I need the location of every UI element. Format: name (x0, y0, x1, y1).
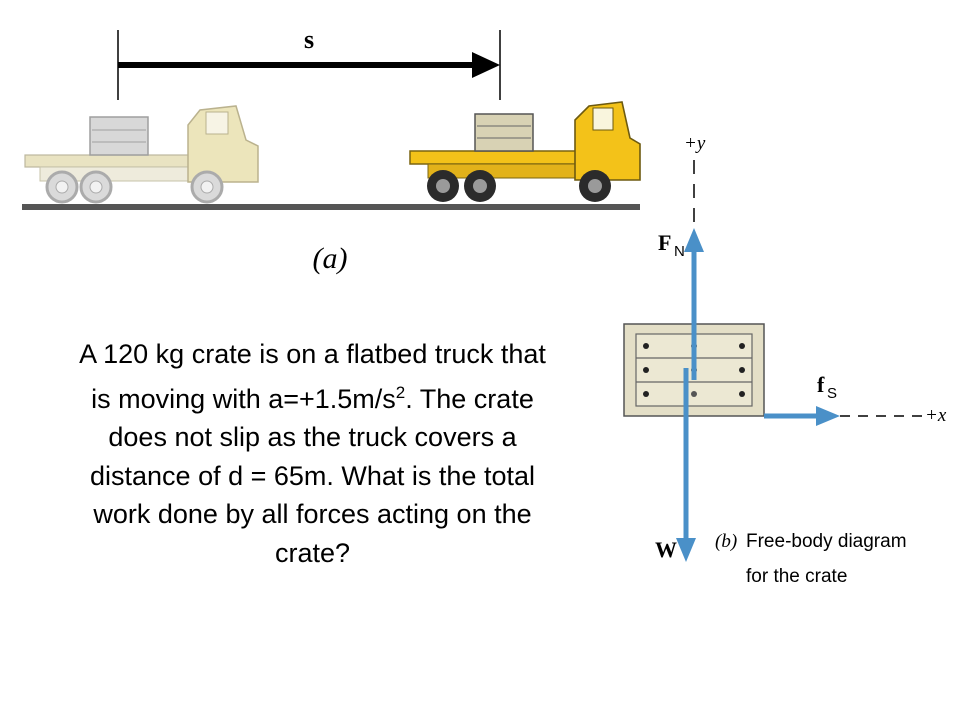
problem-line-2: is moving with a=+1.5m/s2. The crate (20, 374, 605, 419)
problem-statement: A 120 kg crate is on a flatbed truck tha… (20, 335, 605, 572)
displacement-arrowhead (472, 52, 500, 78)
problem-line-4: distance of d = 65m. What is the total (90, 460, 535, 491)
y-axis-label: +y (684, 133, 706, 154)
problem-line-2-start: is moving with a=+1.5m/s (91, 383, 396, 414)
truck-end (409, 101, 641, 202)
panel-b-caption-line2: for the crate (746, 566, 847, 587)
displacement-label: s (304, 25, 314, 54)
normal-force-subscript: N (674, 243, 685, 260)
x-axis-label: +x (925, 405, 947, 426)
normal-force-label: F (658, 230, 671, 255)
friction-label: f (817, 372, 825, 397)
friction-arrowhead (816, 406, 840, 426)
problem-line-6: crate? (274, 537, 351, 568)
ground (22, 204, 640, 210)
problem-line-5: work done by all forces acting on the (93, 499, 532, 529)
crate-start (89, 116, 149, 156)
problem-line-2-end: . The crate (405, 383, 534, 414)
truck-start (24, 105, 259, 204)
panel-b-caption-line1: Free-body diagram (746, 531, 907, 552)
weight-label: W (655, 537, 677, 562)
problem-line-3: does not slip as the truck covers a (108, 422, 517, 452)
crate-end (474, 113, 534, 152)
panel-a-caption: (a) (313, 242, 348, 275)
exponent: 2 (395, 382, 406, 402)
problem-line-1: A 120 kg crate is on a flatbed truck tha… (79, 339, 546, 369)
weight-arrowhead (676, 538, 696, 562)
panel-a: s (22, 25, 641, 275)
normal-force-arrowhead (684, 228, 704, 252)
panel-b: +y +x F N W f S (b) Free-body diagram fo… (623, 133, 947, 587)
panel-b-caption-letter: (b) (715, 531, 737, 552)
friction-subscript: S (827, 385, 837, 402)
